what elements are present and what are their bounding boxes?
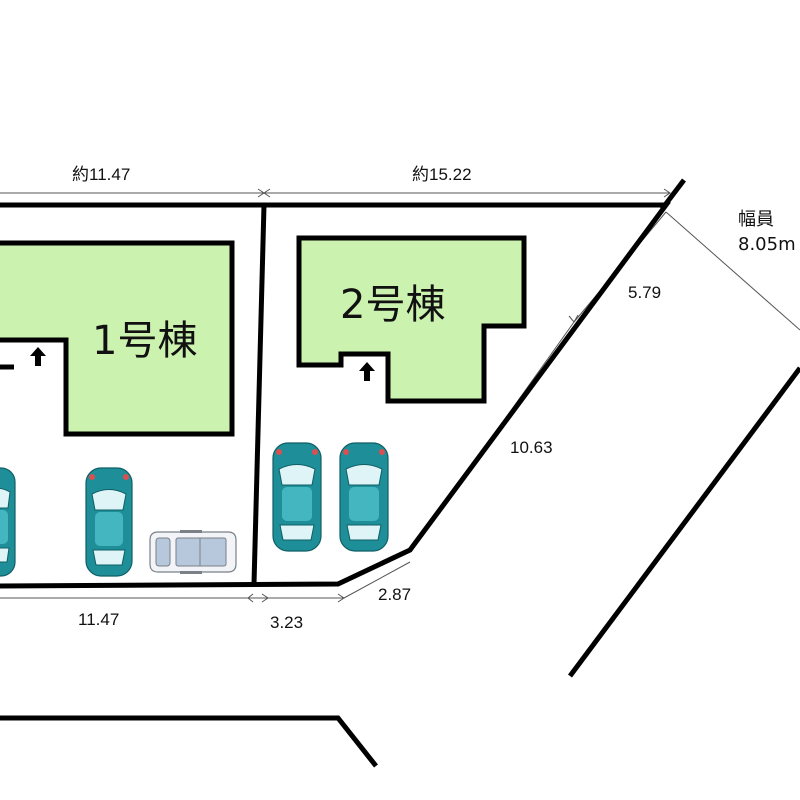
- car-icon: [339, 442, 389, 552]
- dimension-top-right: 約15.22: [412, 165, 472, 184]
- road-width-dimension-line: [665, 211, 800, 331]
- lot-boundary: [0, 202, 671, 589]
- road-edge-bottom: [0, 715, 378, 768]
- lot-divider: [251, 204, 267, 585]
- dimension-south-mid: 3.23: [270, 613, 303, 632]
- dimension-top-left: 約11.47: [72, 165, 130, 184]
- building-lot2-label: 2号棟: [340, 282, 445, 328]
- wagon-icon: [149, 530, 237, 574]
- car-icon: [272, 442, 322, 552]
- car-icon: [0, 467, 16, 577]
- dimension-east-upper: 5.79: [628, 283, 661, 302]
- building-lot2: [296, 235, 527, 404]
- road-width-label: 幅員: [738, 209, 774, 230]
- building-lot1: [0, 240, 235, 437]
- building-lot1-label: 1号棟: [92, 318, 197, 364]
- dimension-east-lower: 10.63: [510, 438, 553, 457]
- dimension-south-angle: 2.87: [378, 585, 411, 604]
- dimension-south-left: 11.47: [78, 610, 119, 629]
- lot-corner-extension: [660, 178, 686, 211]
- south-dimension-line: [0, 561, 411, 603]
- entrance-arrow-icon: [30, 347, 46, 366]
- road-width-value: 8.05m: [738, 234, 796, 255]
- car-icon: [85, 467, 133, 577]
- road-edge-right: [567, 366, 800, 678]
- entrance-arrow-icon: [359, 362, 375, 381]
- top-dimension-line: [0, 188, 671, 198]
